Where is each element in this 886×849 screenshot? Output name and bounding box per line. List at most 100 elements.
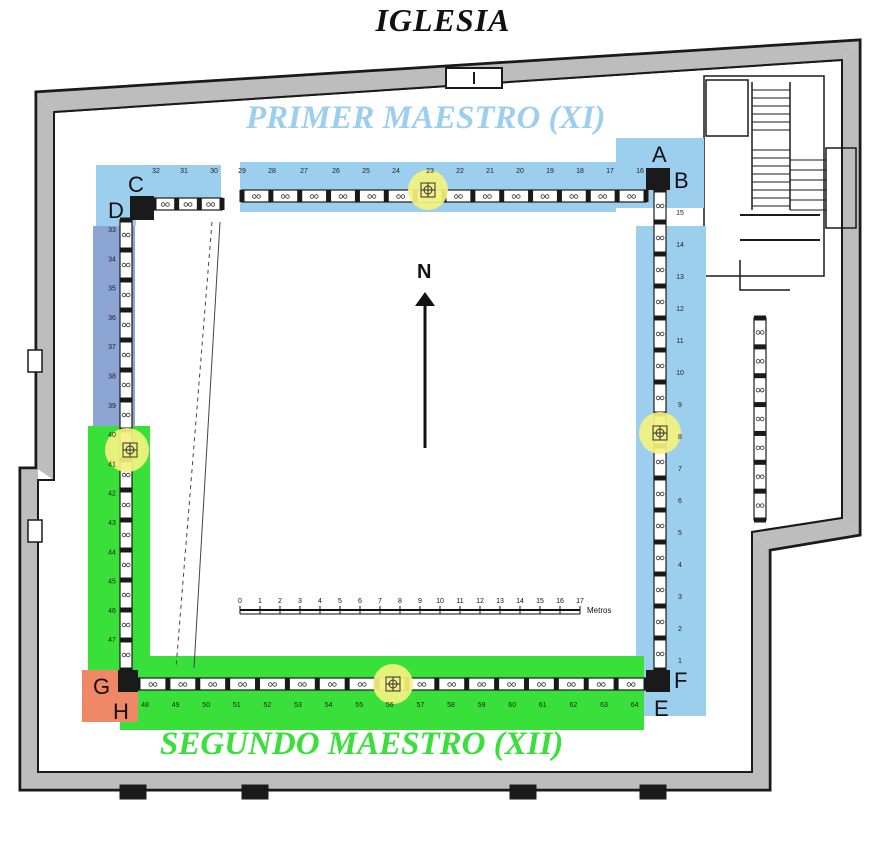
north-gallery-west-segment <box>151 197 225 211</box>
corner-letter-c: C <box>128 172 144 197</box>
bay-number: 13 <box>676 274 684 281</box>
bay-number: 54 <box>325 702 333 709</box>
bay-number: 43 <box>108 520 116 527</box>
scale-tick-label: 7 <box>378 598 382 605</box>
bay-number: 59 <box>478 702 486 709</box>
bay-number: 45 <box>108 579 116 586</box>
scale-tick-label: 17 <box>576 598 584 605</box>
scale-tick-label: 11 <box>456 598 463 605</box>
bay-numbers: 1617181920212223242526272829303132123456… <box>108 168 684 709</box>
corner-letter-f: F <box>674 668 687 693</box>
scale-tick-label: 2 <box>278 598 282 605</box>
bay-number: 63 <box>600 702 608 709</box>
dashed-paths <box>175 221 221 669</box>
segundo-maestro-label: SEGUNDO MAESTRO (XII) <box>160 726 564 762</box>
bay-number: 8 <box>678 434 682 441</box>
bay-number: 26 <box>332 168 340 175</box>
bay-number: 42 <box>108 491 116 498</box>
bay-number: 2 <box>678 626 682 633</box>
highlight-circles <box>105 170 681 704</box>
bay-number: 7 <box>678 466 682 473</box>
bay-number: 25 <box>362 168 370 175</box>
bay-number: 21 <box>486 168 494 175</box>
scale-tick-label: 12 <box>476 598 484 605</box>
scale-unit: Metros <box>587 606 611 615</box>
corner-letter-e: E <box>654 696 669 721</box>
bay-number: 35 <box>108 286 116 293</box>
east-outer-arcade-bays <box>753 315 767 523</box>
bay-number: 31 <box>180 168 188 175</box>
corner-letter-h: H <box>113 699 129 724</box>
scale-tick-label: 16 <box>556 598 564 605</box>
scale-tick-label: 5 <box>338 598 342 605</box>
bay-number: 53 <box>294 702 302 709</box>
bay-number: 30 <box>210 168 218 175</box>
bay-number: 39 <box>108 403 116 410</box>
bay-number: 61 <box>539 702 547 709</box>
bay-number: 28 <box>268 168 276 175</box>
scale-tick-label: 4 <box>318 598 322 605</box>
bay-number: 56 <box>386 702 394 709</box>
corner-letter-g: G <box>93 674 110 699</box>
scale-tick-label: 15 <box>536 598 544 605</box>
bay-number: 9 <box>678 402 682 409</box>
bay-number: 18 <box>576 168 584 175</box>
north-arrow: N <box>415 261 435 448</box>
bay-number: 48 <box>141 702 149 709</box>
bay-number: 51 <box>233 702 241 709</box>
primer-maestro-label: PRIMER MAESTRO (XI) <box>246 100 606 136</box>
corner-letter-a: A <box>652 142 667 167</box>
bay-number: 36 <box>108 315 116 322</box>
bay-number: 29 <box>238 168 246 175</box>
scale-tick-label: 1 <box>258 598 262 605</box>
bay-number: 57 <box>417 702 425 709</box>
bay-number: 37 <box>108 344 116 351</box>
bay-number: 60 <box>508 702 516 709</box>
bay-number: 3 <box>678 594 682 601</box>
bay-number: 14 <box>676 242 684 249</box>
bay-number: 16 <box>636 168 644 175</box>
bay-number: 44 <box>108 549 116 556</box>
bay-number: 50 <box>202 702 210 709</box>
corner-piers <box>118 168 670 692</box>
bay-number: 1 <box>678 658 682 665</box>
bay-number: 46 <box>108 608 116 615</box>
bay-number: 24 <box>392 168 400 175</box>
corner-letter-b: B <box>674 168 689 193</box>
bay-number: 19 <box>546 168 554 175</box>
scale-tick-label: 3 <box>298 598 302 605</box>
bay-number: 12 <box>676 306 684 313</box>
outer-walls <box>18 38 862 800</box>
bay-number: 11 <box>676 338 683 345</box>
scale-tick-label: 10 <box>436 598 444 605</box>
bay-number: 55 <box>355 702 363 709</box>
bay-number: 62 <box>570 702 578 709</box>
highlight-symbols <box>122 182 668 692</box>
north-label: N <box>417 261 431 283</box>
zone-bands <box>82 138 706 730</box>
bay-number: 32 <box>152 168 160 175</box>
scale-tick-label: 9 <box>418 598 422 605</box>
scale-tick-label: 0 <box>238 598 242 605</box>
bay-number: 17 <box>606 168 614 175</box>
zone-primer-east <box>636 226 706 716</box>
scale-tick-label: 13 <box>496 598 504 605</box>
plan-title: IGLESIA <box>375 2 511 38</box>
bay-number: 49 <box>172 702 180 709</box>
corner-letters: A B C D F E G H <box>93 142 689 724</box>
bay-number: 23 <box>426 168 434 175</box>
bay-number: 15 <box>676 210 684 217</box>
bay-number: 38 <box>108 374 116 381</box>
bay-number: 6 <box>678 498 682 505</box>
bay-number: 4 <box>678 562 682 569</box>
scale-tick-label: 14 <box>516 598 524 605</box>
bay-number: 33 <box>108 227 116 234</box>
bay-number: 34 <box>108 256 116 263</box>
bay-number: 52 <box>264 702 272 709</box>
zone-primer-north-left <box>96 165 221 198</box>
scale-tick-label: 6 <box>358 598 362 605</box>
scale-tick-label: 8 <box>398 598 402 605</box>
